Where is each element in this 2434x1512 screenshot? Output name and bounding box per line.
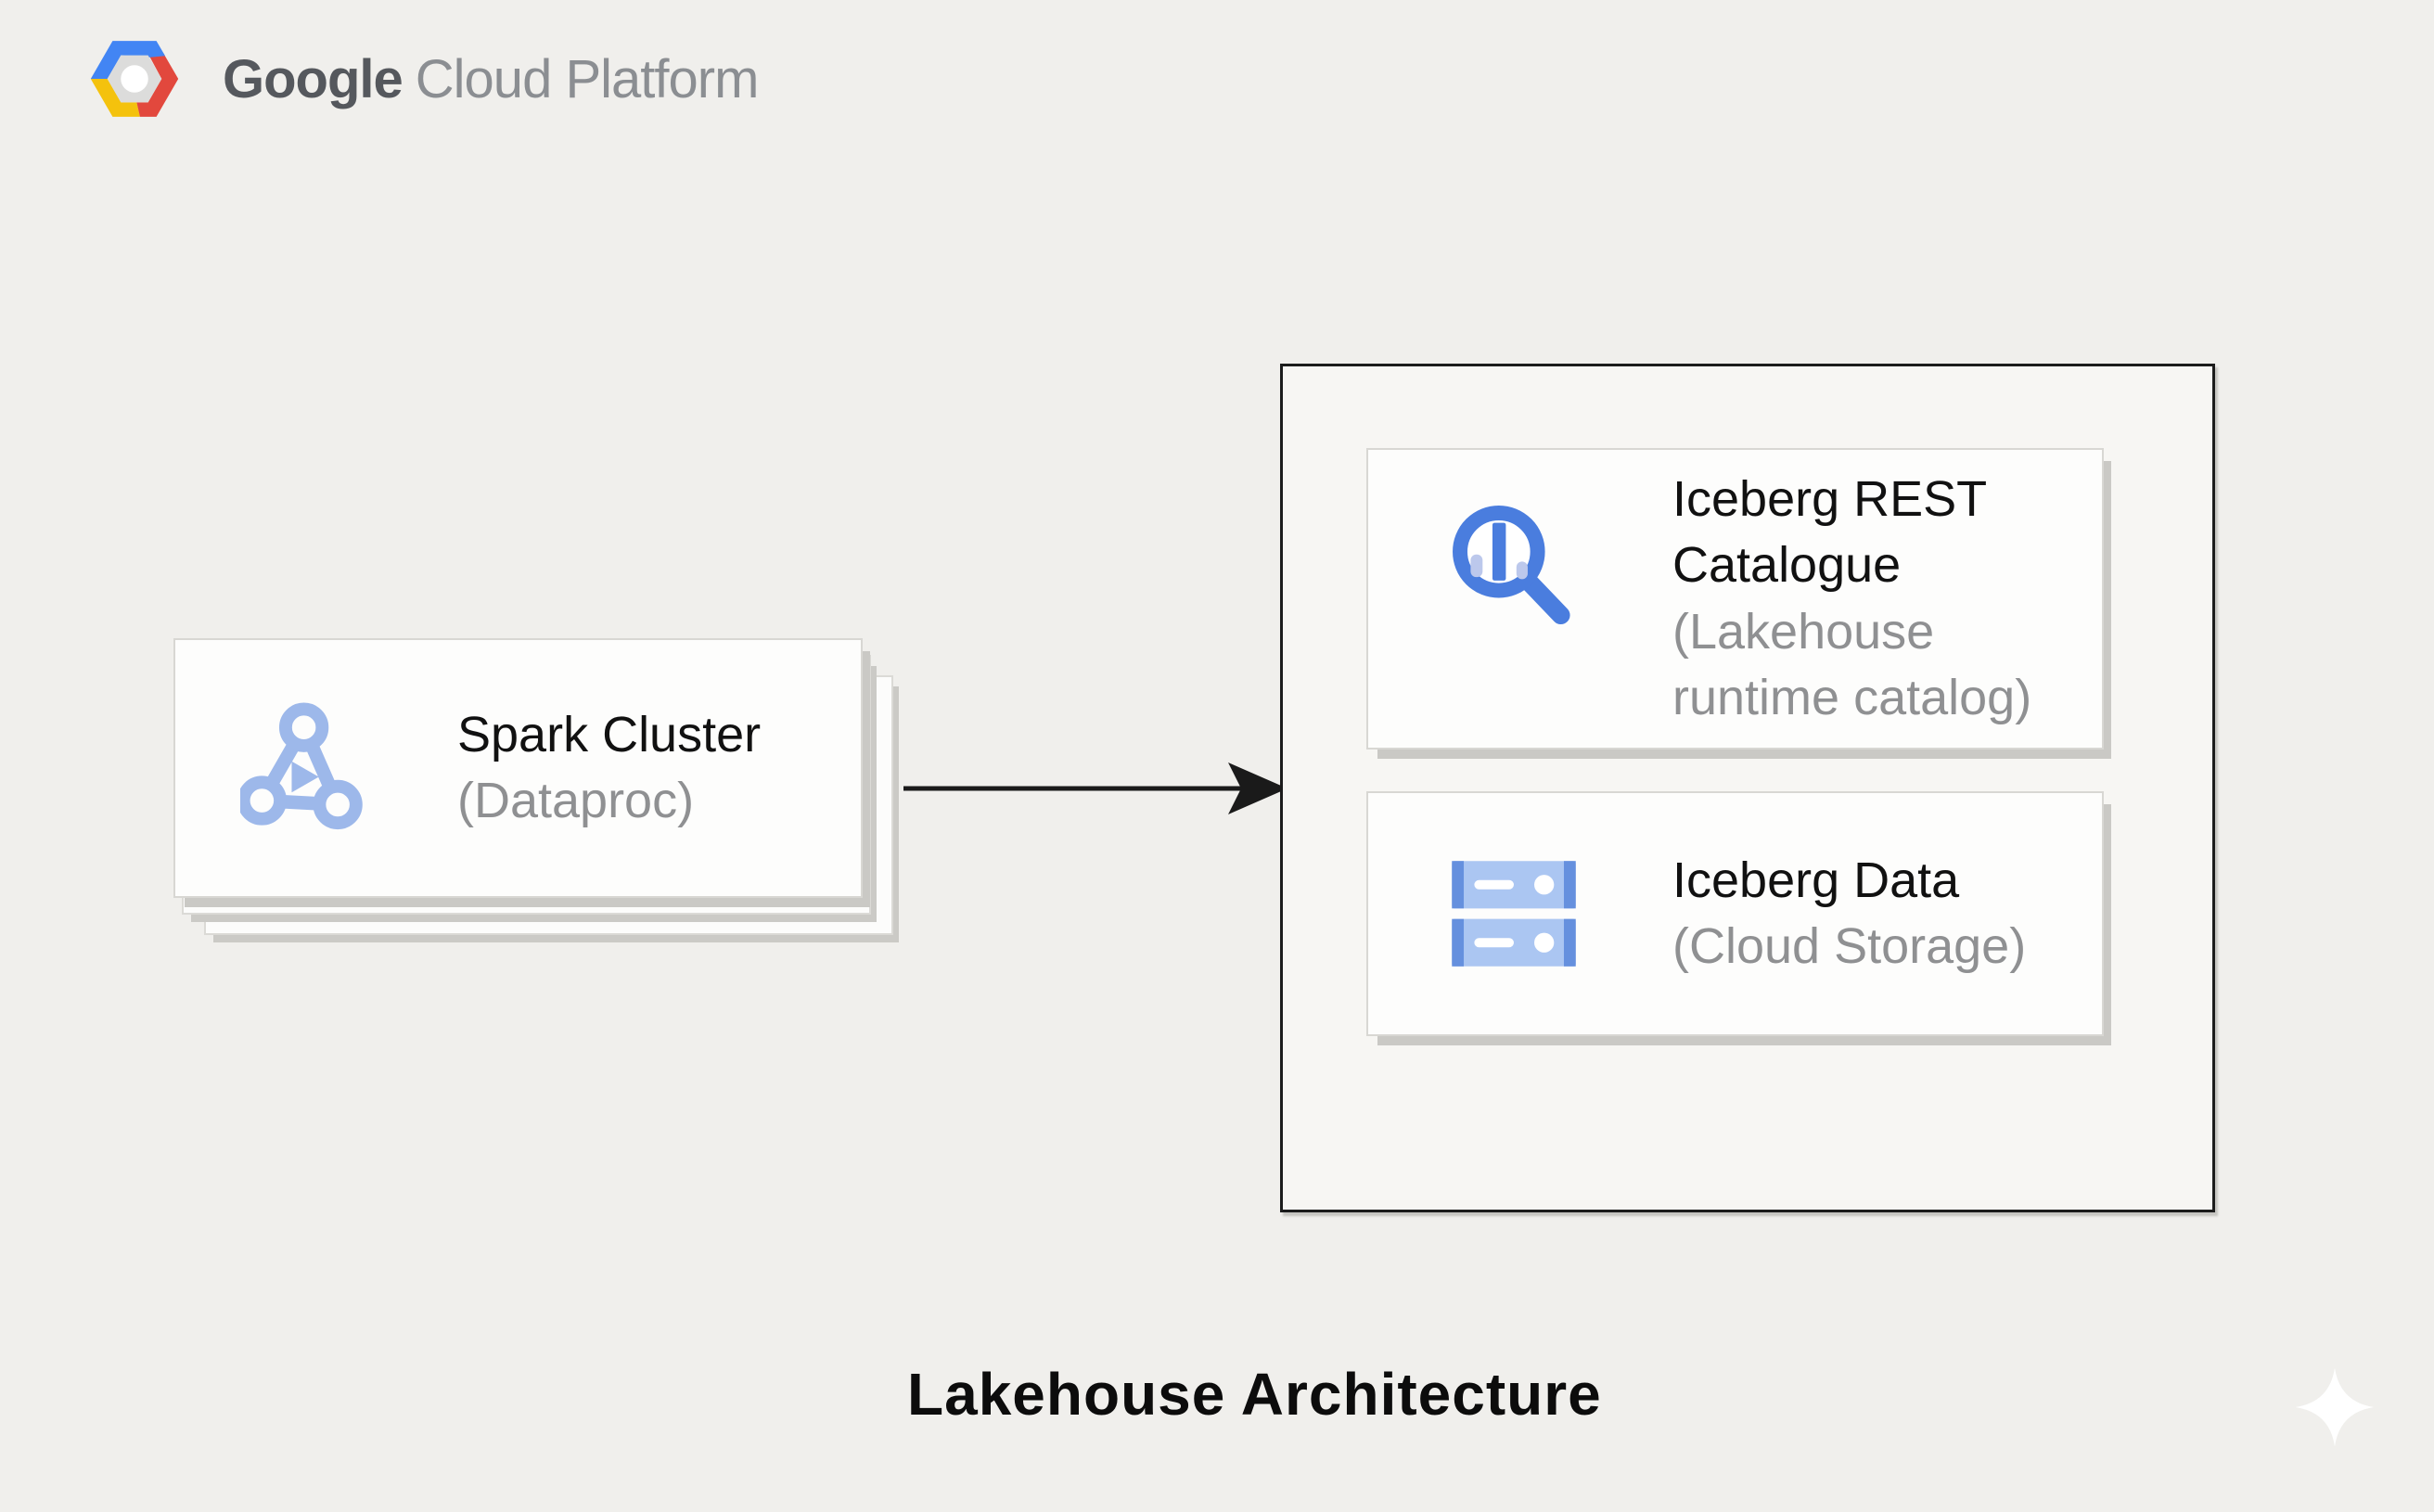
storage-node-subtitle: (Cloud Storage) [1672,918,2027,974]
catalog-node-text: Iceberg REST Catalogue (Lakehouse runtim… [1672,467,2031,731]
catalog-node-title-line2: Catalogue [1672,537,1902,594]
cloud-storage-icon [1452,861,1576,967]
catalog-node-subtitle-line1: (Lakehouse [1672,603,1935,660]
spark-node-text: Spark Cluster (Dataproc) [457,702,761,835]
storage-node-title: Iceberg Data [1672,852,1960,908]
catalog-search-icon [1453,505,1570,625]
gcp-hexagon-icon [90,41,179,117]
diagram-title: Lakehouse Architecture [907,1361,1602,1428]
gcp-brand-text: Google [223,48,404,109]
dataproc-icon [240,702,363,830]
spark-node-subtitle: (Dataproc) [457,773,695,828]
iceberg-rest-catalogue-card: Iceberg REST Catalogue (Lakehouse runtim… [1366,448,2104,750]
gcp-product-text: Cloud Platform [415,48,760,109]
catalog-node-title-line1: Iceberg REST [1672,470,1988,527]
connector-arrow-icon [903,762,1287,814]
lakehouse-group-box: Iceberg REST Catalogue (Lakehouse runtim… [1280,364,2215,1212]
sparkle-icon [2295,1367,2375,1447]
spark-cluster-card: Spark Cluster (Dataproc) [173,638,863,898]
spark-node-title: Spark Cluster [457,706,762,762]
iceberg-data-card: Iceberg Data (Cloud Storage) [1366,791,2104,1036]
storage-node-text: Iceberg Data (Cloud Storage) [1672,848,2026,980]
spark-cluster-node: Spark Cluster (Dataproc) [173,638,893,935]
catalog-node-subtitle-line2: runtime catalog) [1672,669,2032,725]
